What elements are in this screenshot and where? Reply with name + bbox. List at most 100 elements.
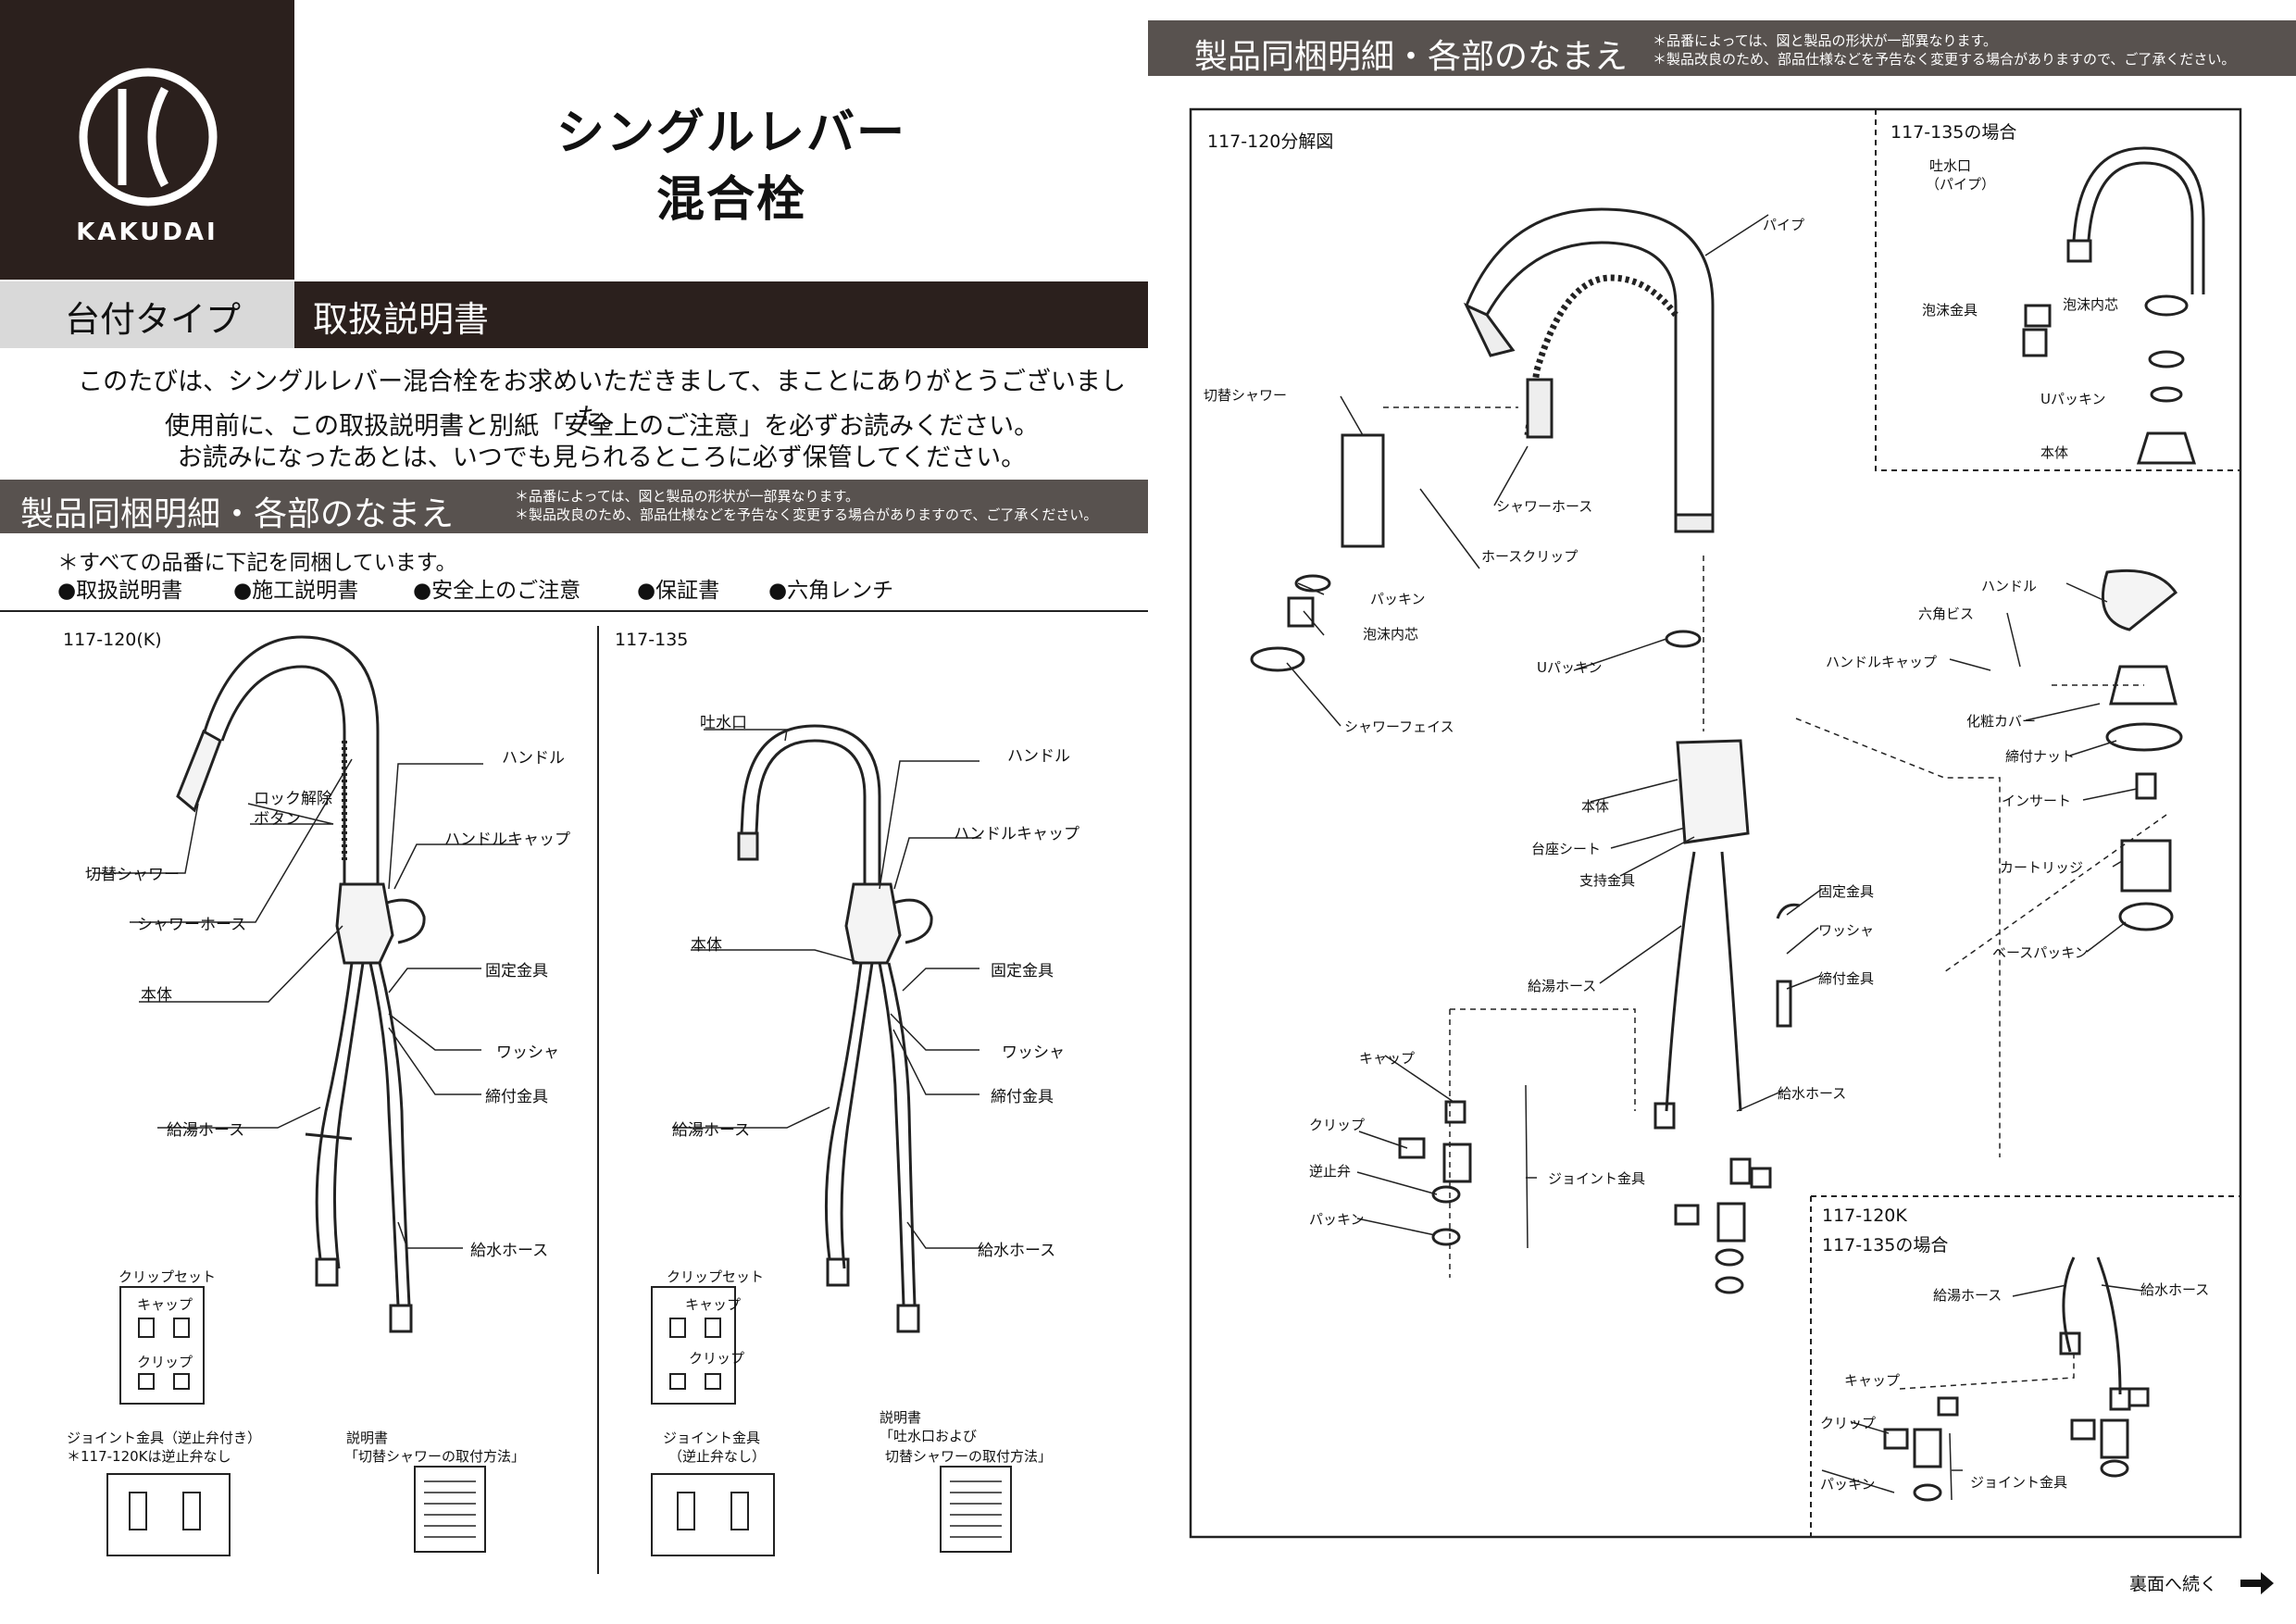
label-cold-hose: 給水ホース	[1778, 1085, 1847, 1102]
clipset-label: クリップセット	[119, 1268, 217, 1285]
type-label: 台付タイプ	[65, 299, 242, 340]
joint-label: ジョイント金具	[663, 1430, 761, 1446]
contents-item: ●施工説明書	[233, 579, 359, 603]
label-body: 本体	[1581, 798, 1610, 815]
label-nut: 締付ナット	[2005, 748, 2076, 765]
manual-label: 説明書	[880, 1409, 922, 1426]
label-tightening: 締付金具	[1818, 970, 1875, 987]
label-packing: パッキン	[1820, 1476, 1876, 1493]
label-cold-hose: 給水ホース	[2140, 1281, 2210, 1298]
logo-block: KAKUDAI	[0, 0, 294, 280]
label-clip: クリップ	[1309, 1117, 1366, 1133]
label-shower-face: シャワーフェイス	[1344, 718, 1454, 735]
label-cover: 化粧カバー	[1966, 713, 2037, 730]
label-handle: ハンドル	[1007, 747, 1070, 766]
label-tightening: 締付金具	[991, 1088, 1054, 1106]
label-handle-cap: ハンドルキャップ	[1826, 654, 1938, 670]
label-spout: 吐水口	[700, 714, 747, 732]
label-body: 本体	[691, 936, 722, 955]
cap-label: キャップ	[685, 1296, 742, 1313]
model-a-faucet	[176, 635, 426, 1333]
label-washer: ワッシャ	[1002, 1043, 1065, 1062]
inset135-title: 117-135の場合	[1890, 122, 2017, 143]
inset135-drawing	[2022, 146, 2205, 465]
intro-line2: 使用前に、この取扱説明書と別紙「安全上のご注意」を必ずお読みください。	[164, 412, 1040, 441]
section-bar-left: 製品同梱明細・各部のなまえ ＊品番によっては、図と製品の形状が一部異なります。 …	[0, 480, 1148, 533]
label-clip: クリップ	[1820, 1415, 1877, 1431]
manual-detail: 「切替シャワーの取付方法」	[344, 1448, 526, 1465]
label-aerator-core: 泡沫内芯	[2063, 296, 2119, 313]
manual-label: 説明書	[346, 1430, 389, 1446]
label-hose-clip: ホースクリップ	[1481, 548, 1578, 565]
contents-item: ●保証書	[637, 579, 720, 603]
section-title-right: 製品同梱明細・各部のなまえ	[1194, 38, 1628, 76]
label-aerator-fitting: 泡沫金具	[1922, 302, 1978, 319]
model-a-name: 117-120(K)	[63, 630, 162, 650]
label-pipe: パイプ	[1763, 217, 1805, 233]
title-line1: シングルレバー	[555, 106, 906, 161]
label-lock-release: ロック解除	[254, 790, 332, 808]
label-pipe-paren: （パイプ）	[1926, 176, 1996, 193]
section-bar-right: 製品同梱明細・各部のなまえ ＊品番によっては、図と製品の形状が一部異なります。 …	[1148, 20, 2296, 76]
inset120k-title1: 117-120K	[1822, 1206, 1907, 1226]
contents-item: ●六角レンチ	[768, 579, 894, 603]
clipset-label: クリップセット	[667, 1268, 765, 1285]
section-title: 製品同梱明細・各部のなまえ	[20, 495, 455, 533]
label-u-packing: Uパッキン	[1537, 659, 1603, 676]
section-note2-right: ＊製品改良のため、部品仕様などを予告なく変更する場合がありますので、ご了承くださ…	[1653, 51, 2236, 68]
label-spout: 吐水口	[1929, 157, 1972, 174]
label-cap: キャップ	[1359, 1050, 1416, 1067]
label-shower-hose: シャワーホース	[137, 916, 247, 934]
label-aerator-core: 泡沫内芯	[1363, 626, 1419, 643]
joint-note: （逆止弁なし）	[668, 1448, 767, 1465]
contents-item: ●取扱説明書	[57, 579, 183, 603]
label-packing-2: パッキン	[1309, 1211, 1365, 1228]
label-body: 本体	[141, 986, 172, 1005]
label-hot-hose: 給湯ホース	[672, 1121, 751, 1140]
section-note2: ＊製品改良のため、部品仕様などを予告なく変更する場合がありますので、ご了承くださ…	[515, 506, 1098, 523]
exploded-drawing	[1250, 207, 2183, 1294]
label-insert: インサート	[2002, 793, 2072, 809]
page-title: シングルレバー 混合栓	[444, 100, 1018, 233]
clip-label: クリップ	[689, 1350, 745, 1367]
joint-label: ジョイント金具（逆止弁付き）	[67, 1430, 262, 1446]
label-support-bracket: 支持金具	[1579, 872, 1636, 889]
label-body: 本体	[2040, 444, 2069, 461]
doc-band: 取扱説明書	[294, 281, 1148, 348]
label-joint: ジョイント金具	[1548, 1170, 1646, 1187]
doc-label: 取扱説明書	[313, 299, 490, 340]
label-cap: キャップ	[1844, 1372, 1901, 1389]
label-base-packing: ベースパッキン	[1992, 944, 2089, 961]
label-hot-hose: 給湯ホース	[1528, 978, 1597, 994]
label-washer: ワッシャ	[1818, 922, 1875, 939]
inset120k-drawing	[1883, 1256, 2150, 1502]
logo-text: KAKUDAI	[76, 219, 218, 246]
label-tightening: 締付金具	[485, 1088, 548, 1106]
label-joint: ジョイント金具	[1970, 1474, 2068, 1491]
label-handle: ハンドル	[502, 749, 565, 768]
label-cold-hose: 給水ホース	[470, 1242, 549, 1260]
title-line2: 混合栓	[655, 172, 806, 228]
joint-note: ＊117-120Kは逆止弁なし	[67, 1448, 231, 1465]
exploded-title: 117-120分解図	[1207, 131, 1334, 152]
label-cold-hose: 給水ホース	[978, 1242, 1056, 1260]
label-shower-hose: シャワーホース	[1496, 498, 1593, 515]
intro-line3: お読みになったあとは、いつでも見られるところに必ず保管してください。	[177, 443, 1027, 472]
section-note1-right: ＊品番によっては、図と製品の形状が一部異なります。	[1653, 32, 1998, 49]
model-b-name: 117-135	[615, 630, 689, 650]
clip-label: クリップ	[137, 1354, 193, 1370]
label-switch-shower: 切替シャワー	[85, 866, 180, 884]
label-hot-hose: 給湯ホース	[1933, 1287, 2003, 1304]
label-handle-cap: ハンドルキャップ	[954, 825, 1079, 843]
section-note1: ＊品番によっては、図と製品の形状が一部異なります。	[515, 488, 860, 505]
label-button: ボタン	[254, 810, 301, 829]
continue-text: 裏面へ続く	[2129, 1574, 2218, 1594]
label-fixing-bracket: 固定金具	[991, 962, 1054, 981]
contents-item: ●安全上のご注意	[413, 579, 581, 603]
contents-note: ＊すべての品番に下記を同梱しています。	[57, 551, 457, 575]
label-cartridge: カートリッジ	[2000, 859, 2084, 876]
manual-detail-1: 「吐水口および	[880, 1428, 978, 1444]
label-fixing-bracket: 固定金具	[485, 962, 548, 981]
label-check-valve: 逆止弁	[1309, 1163, 1352, 1180]
